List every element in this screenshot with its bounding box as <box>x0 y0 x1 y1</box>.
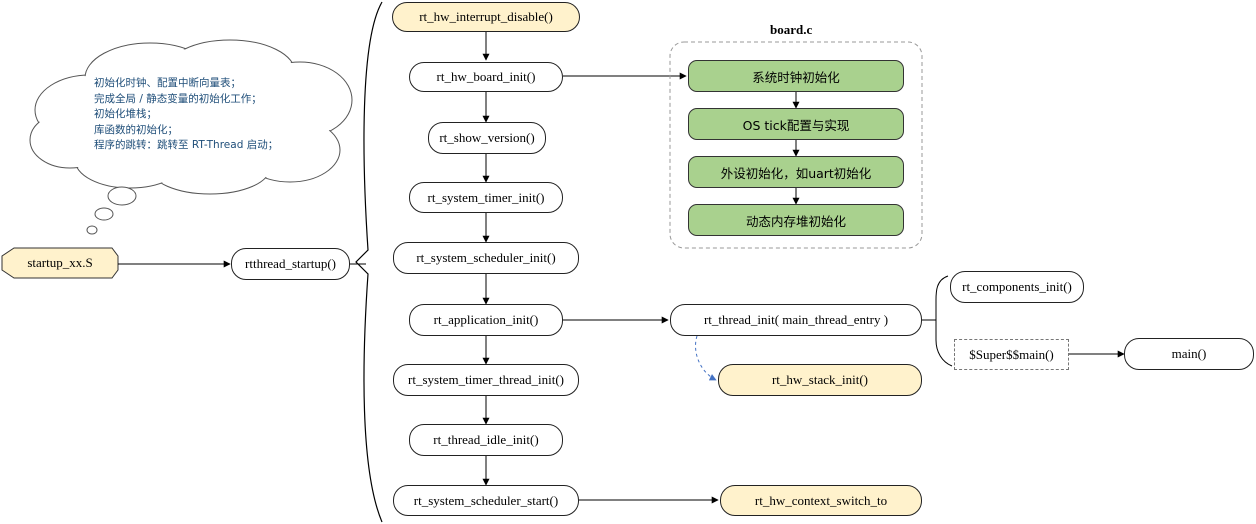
cloud-callout <box>29 39 353 235</box>
show-version-node[interactable]: rt_show_version() <box>428 122 546 154</box>
cloud-text: 初始化时钟、配置中断向量表； 完成全局 / 静态变量的初始化工作； 初始化堆栈；… <box>94 76 278 154</box>
rtthread-startup-node[interactable]: rtthread_startup() <box>231 248 350 280</box>
hw-board-init-node[interactable]: rt_hw_board_init() <box>409 62 563 92</box>
components-init-node[interactable]: rt_components_init() <box>950 271 1084 303</box>
hw-context-switch-to-node[interactable]: rt_hw_context_switch_to <box>720 485 922 516</box>
board-step-heap[interactable]: 动态内存堆初始化 <box>688 204 904 236</box>
application-init-node[interactable]: rt_application_init() <box>409 304 563 336</box>
brace <box>355 1 383 523</box>
cloud-line: 完成全局 / 静态变量的初始化工作； <box>94 92 262 105</box>
system-timer-thread-init-node[interactable]: rt_system_timer_thread_init() <box>393 364 579 396</box>
board-group-title: board.c <box>770 22 813 37</box>
hw-interrupt-disable-node[interactable]: rt_hw_interrupt_disable() <box>392 2 580 32</box>
hw-stack-init-node[interactable]: rt_hw_stack_init() <box>718 364 922 396</box>
thread-idle-init-node[interactable]: rt_thread_idle_init() <box>409 424 563 456</box>
cloud-line: 库函数的初始化； <box>94 123 178 136</box>
connectors <box>118 32 1125 504</box>
main-node[interactable]: main() <box>1124 338 1254 370</box>
super-main-node[interactable]: $Super$$main() <box>954 339 1069 370</box>
cloud-line: 初始化堆栈； <box>94 108 157 120</box>
dashed-arrow <box>695 335 717 381</box>
system-scheduler-init-node[interactable]: rt_system_scheduler_init() <box>393 242 579 274</box>
cloud-line: 初始化时钟、配置中断向量表； <box>94 77 241 89</box>
cloud-line: 程序的跳转：跳转至 RT-Thread 启动； <box>94 139 279 151</box>
board-group-frame <box>669 41 923 249</box>
startup-shape <box>1 247 119 279</box>
board-step-clock[interactable]: 系统时钟初始化 <box>688 60 904 92</box>
board-step-ostick[interactable]: OS tick配置与实现 <box>688 108 904 140</box>
system-scheduler-start-node[interactable]: rt_system_scheduler_start() <box>393 485 579 516</box>
thread-init-node[interactable]: rt_thread_init( main_thread_entry ) <box>670 304 922 336</box>
board-step-peripheral[interactable]: 外设初始化，如uart初始化 <box>688 156 904 188</box>
system-timer-init-node[interactable]: rt_system_timer_init() <box>409 182 563 213</box>
startup-node[interactable]: startup_xx.S <box>27 255 93 270</box>
